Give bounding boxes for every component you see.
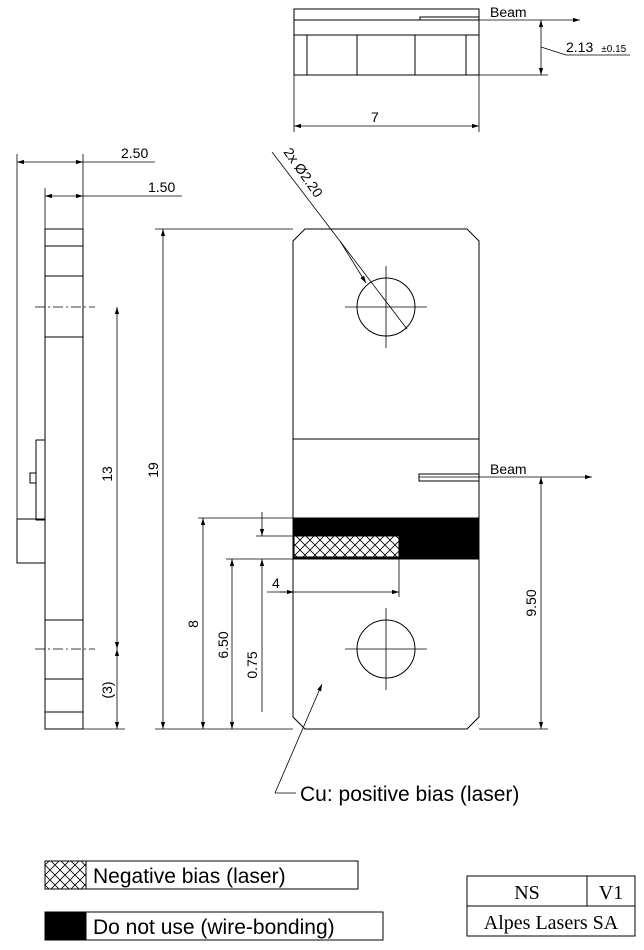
front-beam-label: Beam: [490, 461, 527, 477]
title-block-version: V1: [599, 882, 623, 904]
dim-6-50-label: 6.50: [215, 631, 231, 658]
side-view-body: [44, 228, 84, 730]
front-view: 2x Ø2.20 19 Beam 9.50 8 6.50 0.75: [145, 145, 592, 806]
title-block-company: Alpes Lasers SA: [484, 912, 619, 934]
beam-height-label: 9.50: [523, 589, 539, 616]
do-not-use-box: [85, 911, 384, 941]
side-view: 2.50 1.50 13 (3): [16, 145, 182, 730]
side-step-label: 1.50: [148, 179, 175, 195]
laser-chip: [418, 473, 480, 482]
negative-bias-swatch: [44, 860, 87, 890]
negative-bias-label: Negative bias (laser): [93, 865, 286, 888]
hole-callout-arrow: [339, 240, 367, 284]
do-not-use-label: Do not use (wire-bonding): [93, 916, 335, 939]
cu-note-leader: [274, 683, 323, 794]
height-value: 2.13: [566, 39, 593, 55]
top-laser-chip: [419, 16, 480, 21]
top-view-body: [293, 8, 480, 76]
side-hole-spacing-label: 13: [99, 466, 115, 482]
side-thickness-label: 2.50: [121, 145, 148, 161]
top-beam-label: Beam: [490, 4, 527, 20]
do-not-use-swatch: [44, 911, 87, 941]
mount-body: [292, 228, 480, 730]
cu-note-label: Cu: positive bias (laser): [300, 783, 519, 806]
height-leader: [540, 46, 567, 56]
dim-4-label: 4: [272, 575, 280, 591]
title-block: NS V1 Alpes Lasers SA: [466, 875, 636, 937]
overall-length-label: 19: [145, 462, 161, 478]
height-tolerance: ±0.15: [601, 44, 626, 55]
dim-0-75-label: 0.75: [244, 651, 260, 678]
top-width-label: 7: [371, 109, 379, 125]
negative-bias-box: [85, 860, 359, 890]
side-edge-offset-label: (3): [99, 681, 115, 698]
top-view: Beam 2.13 ±0.15 7: [293, 4, 630, 132]
side-view-tab: [16, 518, 46, 564]
negative-bias-pad: [293, 535, 400, 558]
legend: Negative bias (laser) Do not use (wire-b…: [44, 860, 384, 941]
dim-8-label: 8: [185, 620, 201, 628]
title-block-code: NS: [514, 882, 540, 904]
top-height-label: 2.13 ±0.15: [566, 39, 627, 56]
side-view-chip: [29, 472, 37, 484]
side-view-profile: [35, 229, 46, 521]
hole-callout-leader: [271, 151, 408, 330]
